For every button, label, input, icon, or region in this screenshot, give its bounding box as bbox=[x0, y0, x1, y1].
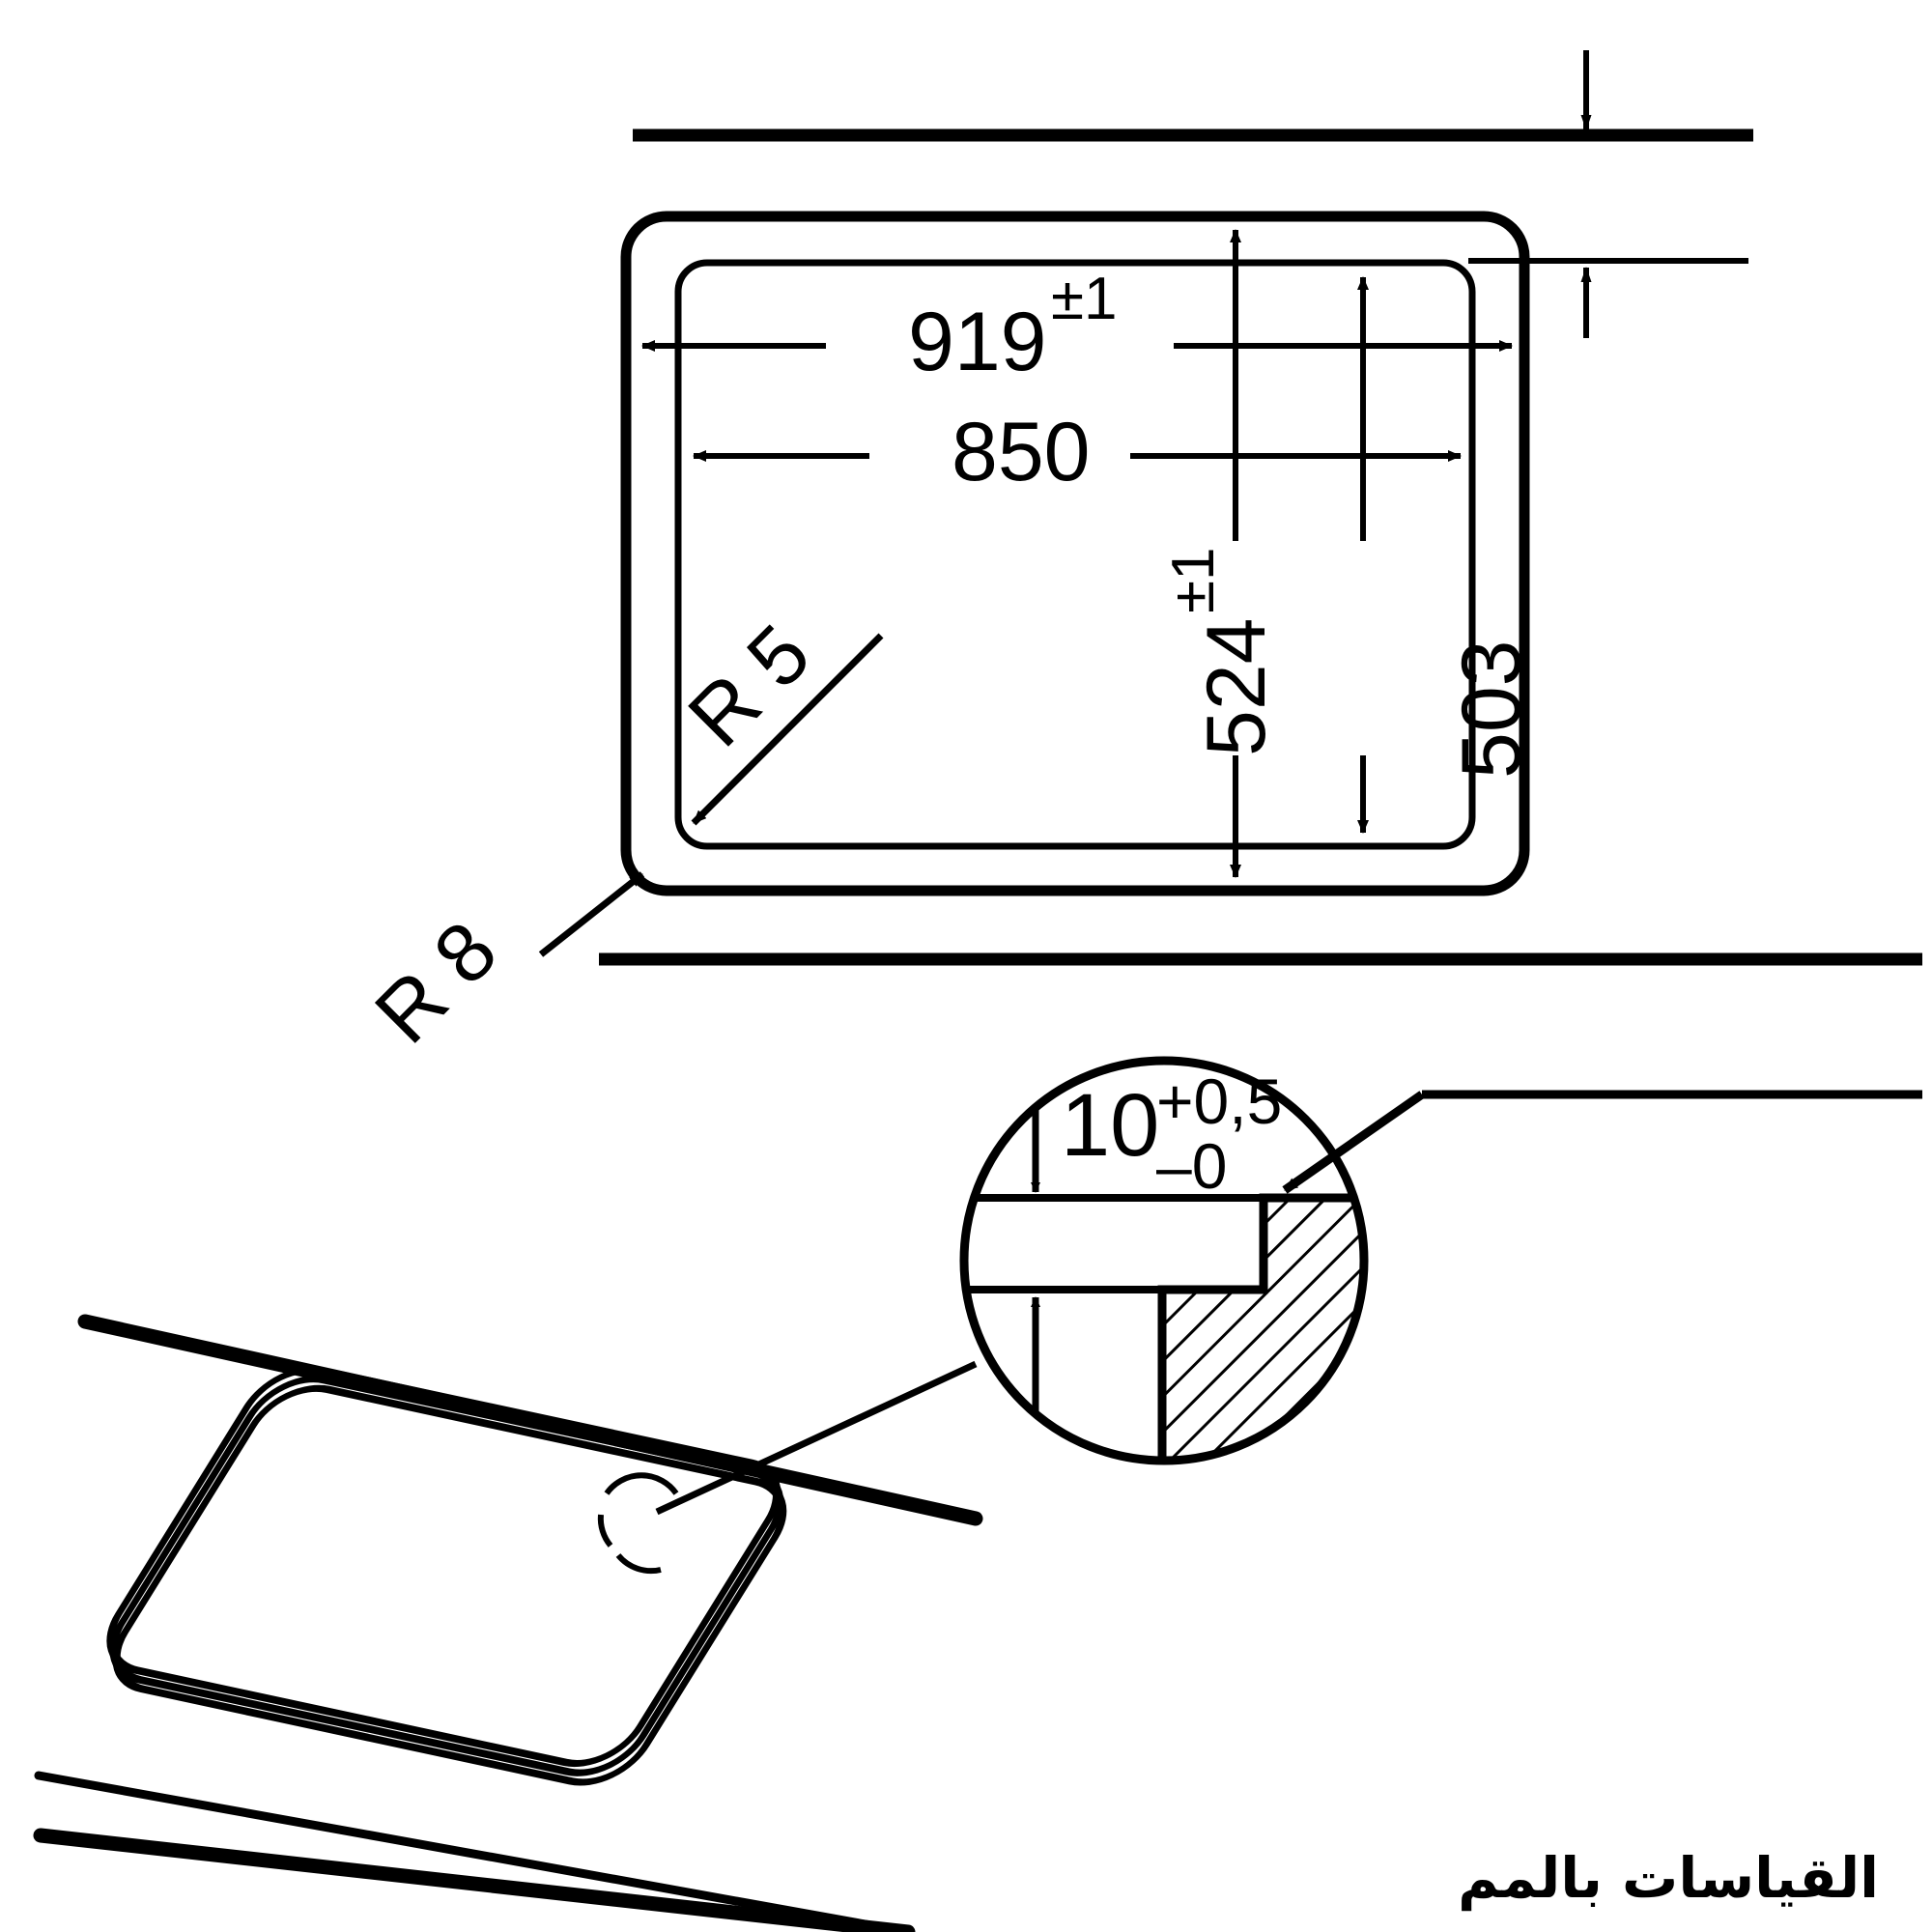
detail-view-group: 10 +0,5 –0 bbox=[655, 1056, 1922, 1516]
dim-919-value: 919 bbox=[908, 296, 1047, 388]
iso-cutout-outline-inner bbox=[112, 1384, 787, 1786]
cutout-inner-rect bbox=[674, 259, 1476, 850]
dim-524-tolerance: ±1 bbox=[1160, 547, 1227, 613]
iso-cutout-outline-outer bbox=[106, 1366, 781, 1768]
cutout-outer-rect bbox=[620, 211, 1530, 896]
iso-cutout-outline-mid bbox=[109, 1376, 784, 1776]
radius-outer-label-group: R 8 bbox=[357, 904, 515, 1062]
isometric-view-group bbox=[33, 1314, 983, 1932]
radius-outer-leader-line bbox=[538, 871, 645, 957]
dim-850-value: 850 bbox=[952, 406, 1091, 498]
detail-thickness-value: 10 bbox=[1061, 1076, 1159, 1175]
detail-pointer-to-iso bbox=[655, 1360, 978, 1516]
radius-outer-label: R 8 bbox=[357, 904, 515, 1062]
top-view-group: 919 ±1 850 524 ±1 503 R 5 R 8 bbox=[357, 50, 1922, 1061]
detail-tolerance-lower: –0 bbox=[1156, 1130, 1227, 1202]
iso-cutout-opening bbox=[106, 1366, 787, 1786]
detail-leader-group bbox=[1282, 1090, 1922, 1194]
iso-worktop-rear-edge bbox=[77, 1314, 983, 1526]
detail-material-outline bbox=[1157, 1193, 1364, 1461]
units-note: القياسات بالمم bbox=[1458, 1845, 1879, 1911]
dim-524-label-group: 524 ±1 bbox=[1160, 547, 1283, 756]
iso-worktop-front-edge-upper bbox=[34, 1771, 913, 1932]
detail-circle-outline bbox=[959, 1056, 1369, 1465]
detail-leader-diagonal bbox=[1282, 1091, 1425, 1194]
dim-524-value: 524 bbox=[1190, 618, 1283, 757]
radius-inner-label-group: R 5 bbox=[671, 608, 829, 765]
iso-detail-indicator-circle bbox=[597, 1472, 679, 1575]
iso-worktop-front-edge-lower bbox=[33, 1828, 916, 1932]
dim-503-label-group: 503 bbox=[1445, 640, 1538, 780]
thickness-arrows-top-right bbox=[1468, 50, 1748, 338]
radius-inner-leader-line bbox=[691, 633, 884, 826]
dim-919-tolerance: ±1 bbox=[1051, 266, 1118, 332]
radius-inner-label: R 5 bbox=[671, 608, 829, 765]
detail-tolerance-upper: +0,5 bbox=[1156, 1065, 1282, 1137]
dim-503-value: 503 bbox=[1445, 640, 1538, 780]
